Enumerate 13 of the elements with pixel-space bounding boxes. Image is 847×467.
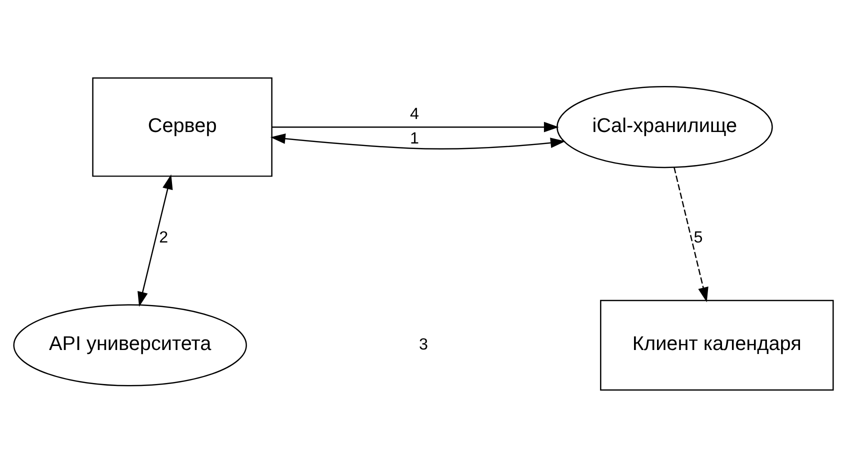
edge-label: 5 (694, 228, 703, 246)
label: 3 (419, 334, 428, 353)
edge-label: 1 (410, 129, 419, 148)
node-box: Сервер (92, 76, 272, 176)
node-box: Клиент календаря (600, 299, 834, 390)
arrow (272, 121, 559, 132)
arrow (674, 166, 708, 302)
node-ellipse: iCal-хранилище (556, 86, 773, 168)
arrow (138, 174, 173, 306)
edge-label: 2 (159, 228, 168, 246)
node-ellipse: API университета (13, 304, 247, 386)
arrow (270, 133, 566, 150)
edge-label: 4 (410, 104, 419, 122)
